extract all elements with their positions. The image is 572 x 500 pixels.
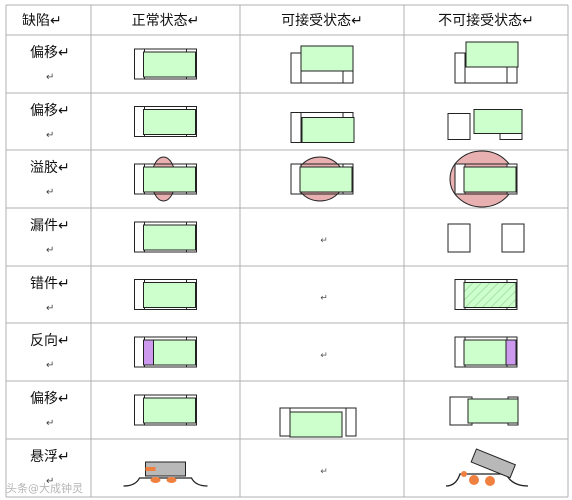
illustration-centered xyxy=(134,221,197,253)
illustration-wrong-part xyxy=(454,279,518,310)
illustration-shift-up xyxy=(290,45,354,84)
watermark: 头条@大成钟灵 xyxy=(6,480,83,496)
defect-name: 偏移↵ xyxy=(30,391,70,407)
component-body xyxy=(473,109,523,134)
illustration-centered xyxy=(134,106,197,137)
illustration-centered xyxy=(134,279,197,310)
defect-label: 错件↵ ↵ xyxy=(30,276,70,314)
illustration-glue-small xyxy=(134,156,197,202)
watermark-text: @大成钟灵 xyxy=(28,482,83,495)
defect-name: 反向↵ xyxy=(30,333,70,349)
defect-label: 偏移↵ ↵ xyxy=(30,45,70,83)
component-side xyxy=(470,448,517,479)
solder-ball xyxy=(469,475,479,485)
defect-label: 溢胶↵ ↵ xyxy=(30,159,70,198)
illustration-polarity-left xyxy=(134,336,197,368)
defect-label: 偏移↵ ↵ xyxy=(30,391,70,429)
solder-pad xyxy=(290,112,302,143)
defect-label: 偏移↵ ↵ xyxy=(30,103,70,141)
solder-ball xyxy=(461,471,467,477)
illustration-centered xyxy=(134,394,197,426)
defect-name: 漏件↵ xyxy=(30,218,70,234)
header-row: 缺陷↵ 正常状态↵ 可接受状态↵ 不可接受状态↵ xyxy=(22,12,534,29)
para-mark: ↵ xyxy=(46,360,54,371)
board-surface xyxy=(445,473,529,487)
illustration-shift-down-left-outside xyxy=(279,407,357,438)
para-mark: ↵ xyxy=(320,467,328,477)
solder-ball xyxy=(145,467,156,471)
defect-name: 偏移↵ xyxy=(30,45,70,61)
defect-name: 偏移↵ xyxy=(30,103,70,119)
board-surface xyxy=(123,477,208,487)
illustration-shift-up-far xyxy=(454,41,519,84)
para-mark: ↵ xyxy=(46,303,54,314)
para-mark: ↵ xyxy=(46,130,54,141)
watermark-prefix: 头条 xyxy=(6,482,28,495)
component-body xyxy=(299,166,353,193)
component-body xyxy=(300,45,354,72)
component-body xyxy=(143,282,196,308)
component-body xyxy=(143,224,196,251)
para-mark: ↵ xyxy=(320,351,328,361)
solder-ball xyxy=(150,477,161,483)
component-body xyxy=(289,411,343,438)
solder-ball xyxy=(485,476,495,486)
component-body xyxy=(143,397,196,424)
para-mark: ↵ xyxy=(46,418,54,429)
component-body xyxy=(467,398,519,424)
solder-pad xyxy=(290,52,302,84)
solder-pad xyxy=(454,52,466,84)
solder-ball xyxy=(166,477,177,483)
component-body xyxy=(143,109,196,135)
defect-label: 反向↵ ↵ xyxy=(30,333,70,371)
solder-pad xyxy=(501,223,525,253)
para-mark: ↵ xyxy=(46,245,54,256)
polarity-mark xyxy=(505,339,517,366)
header-cell: 可接受状态↵ xyxy=(281,12,363,29)
solder-pad xyxy=(447,223,471,253)
header-cell: 不可接受状态↵ xyxy=(438,12,534,29)
illustration-polarity-right xyxy=(454,336,518,368)
grid-lines xyxy=(5,4,569,498)
illustration-empty: ↵ xyxy=(320,236,328,246)
para-mark: ↵ xyxy=(46,476,54,487)
para-mark: ↵ xyxy=(46,72,54,83)
para-mark: ↵ xyxy=(46,187,54,198)
defect-name: 溢胶↵ xyxy=(30,159,70,176)
para-mark: ↵ xyxy=(320,236,328,246)
illustration-empty: ↵ xyxy=(320,351,328,361)
illustration-shift-right-lower xyxy=(449,396,519,426)
component-body xyxy=(301,117,355,143)
illustration-empty: ↵ xyxy=(320,294,328,304)
header-cell: 缺陷↵ xyxy=(22,13,62,29)
illustration-glue-large xyxy=(449,150,518,208)
defect-label: 悬浮↵ ↵ xyxy=(30,449,70,487)
solder-pad xyxy=(345,407,357,437)
illustration-shift-down-right xyxy=(290,112,355,143)
illustration-empty: ↵ xyxy=(320,467,328,477)
solder-pad xyxy=(447,113,471,140)
polarity-mark xyxy=(143,339,154,366)
illustration-centered xyxy=(134,48,197,80)
defect-name: 悬浮↵ xyxy=(30,449,70,465)
illustration-side-tilted xyxy=(445,448,529,487)
solder-pad xyxy=(279,407,291,437)
illustration-missing xyxy=(447,223,525,253)
para-mark: ↵ xyxy=(320,294,328,304)
defect-name: 错件↵ xyxy=(30,276,70,292)
component-body xyxy=(463,166,517,193)
component-body xyxy=(143,51,196,78)
defect-label: 漏件↵ ↵ xyxy=(30,218,70,256)
header-cell: 正常状态↵ xyxy=(132,13,200,29)
component-body xyxy=(463,282,517,308)
illustration-shift-right-split xyxy=(447,109,523,140)
illustration-side-flat xyxy=(123,461,208,487)
component-body xyxy=(143,166,196,193)
illustration-glue-medium xyxy=(290,156,354,202)
component-body xyxy=(465,41,519,68)
